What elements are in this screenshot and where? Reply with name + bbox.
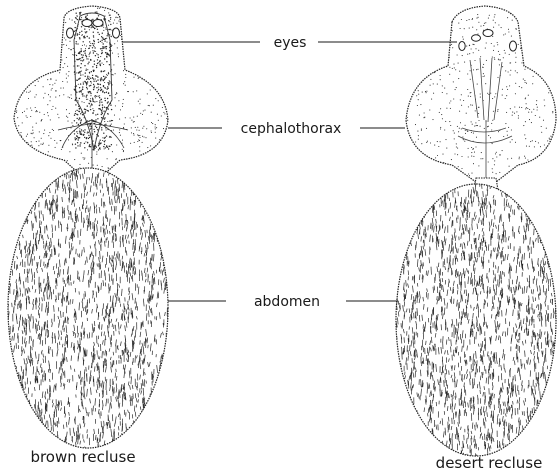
label-abdomen-group: abdomen [168, 294, 398, 310]
label-cephalothorax: cephalothorax [241, 121, 342, 137]
label-cephalothorax-group: cephalothorax [168, 121, 405, 137]
label-eyes: eyes [274, 35, 307, 51]
desert-recluse-cephalothorax [406, 6, 556, 182]
label-abdomen: abdomen [254, 294, 320, 310]
label-eyes-group: eyes [122, 35, 457, 51]
desert-recluse-illustration [393, 4, 557, 465]
brown-recluse-illustration [6, 3, 171, 456]
caption-desert-recluse: desert recluse [436, 454, 543, 472]
caption-brown-recluse: brown recluse [30, 448, 135, 466]
